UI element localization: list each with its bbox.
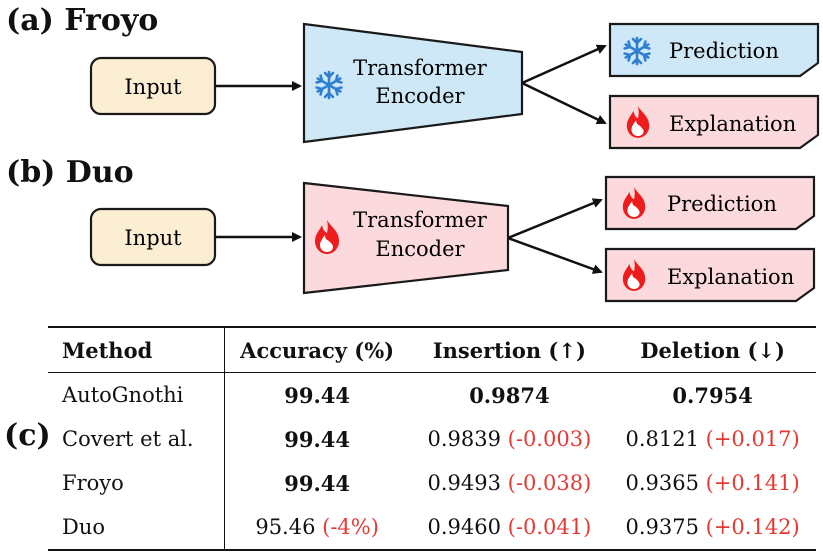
table-row: Duo 95.46 (-4%) 0.9460 (-0.041) 0.9375 (… (48, 505, 816, 551)
method-cell: Covert et al. (48, 417, 225, 461)
encoder-label-line2: Encoder (375, 237, 465, 261)
table-header-row: Method Accuracy (%) Insertion (↑) Deleti… (48, 327, 816, 373)
prediction-arrow (521, 44, 607, 85)
deletion-cell: 0.7954 (609, 373, 816, 418)
panel-a-diagram: Input Transformer Encoder Prediction Exp… (89, 22, 820, 150)
header-accuracy: Accuracy (%) (224, 327, 410, 373)
method-cell: Froyo (48, 461, 225, 505)
encoder-label-line1: Transformer (353, 56, 488, 80)
accuracy-value: 95.46 (255, 515, 316, 539)
input-label: Input (124, 226, 182, 250)
explanation-arrow (521, 81, 607, 125)
accuracy-cell: 95.46 (-4%) (224, 505, 410, 551)
architecture-diagram: Input Transformer Encoder Prediction Exp… (89, 22, 820, 303)
encoder-label-line1: Transformer (353, 208, 488, 232)
header-insertion: Insertion (↑) (409, 327, 610, 373)
accuracy-cell: 99.44 (224, 417, 409, 461)
insertion-delta: (-0.038) (507, 471, 592, 495)
explanation-label: Explanation (669, 112, 796, 136)
encoder-label-line2: Encoder (375, 84, 465, 108)
input-label: Input (124, 75, 182, 99)
insertion-value: 0.9493 (427, 471, 501, 495)
explanation-box (608, 94, 820, 150)
deletion-delta: (+0.142) (705, 515, 800, 539)
encoder-trapezoid (302, 181, 510, 295)
accuracy-value: 99.44 (284, 470, 351, 496)
panel-c-label: (c) (4, 418, 51, 453)
accuracy-value: 99.44 (284, 426, 351, 452)
accuracy-cell: 99.44 (224, 461, 409, 505)
prediction-label: Prediction (669, 39, 779, 63)
prediction-box (604, 175, 816, 231)
deletion-value: 0.8121 (625, 427, 699, 451)
explanation-arrow (507, 236, 603, 274)
insertion-value: 0.9839 (427, 427, 501, 451)
deletion-delta: (+0.017) (705, 427, 800, 451)
panel-a-label: (a) Froyo (6, 3, 159, 38)
insertion-delta: (-0.003) (507, 427, 592, 451)
table-row: Covert et al. 99.44 0.9839 (-0.003) 0.81… (48, 417, 816, 461)
accuracy-cell: 99.44 (224, 373, 409, 418)
header-deletion: Deletion (↓) (609, 327, 816, 373)
table-row: AutoGnothi 99.44 0.9874 0.7954 (48, 372, 816, 418)
insertion-cell: 0.9874 (410, 373, 610, 418)
panel-b-label: (b) Duo (6, 155, 134, 190)
explanation-label: Explanation (667, 265, 794, 289)
insertion-cell: 0.9460 (-0.041) (409, 505, 610, 551)
accuracy-value: 99.44 (284, 382, 351, 408)
encoder-trapezoid (302, 22, 524, 144)
explanation-box (604, 247, 816, 303)
prediction-arrow (507, 198, 603, 240)
prediction-box (608, 22, 820, 78)
insertion-cell: 0.9493 (-0.038) (410, 461, 610, 505)
header-method: Method (48, 327, 225, 373)
prediction-label: Prediction (667, 192, 777, 216)
insertion-value: 0.9874 (469, 382, 550, 408)
table-row: Froyo 99.44 0.9493 (-0.038) 0.9365 (+0.1… (48, 461, 816, 505)
deletion-cell: 0.8121 (+0.017) (609, 417, 816, 461)
insertion-value: 0.9460 (427, 515, 501, 539)
method-cell: Duo (48, 505, 225, 551)
insertion-cell: 0.9839 (-0.003) (410, 417, 610, 461)
deletion-cell: 0.9375 (+0.142) (609, 505, 816, 551)
deletion-delta: (+0.141) (705, 471, 800, 495)
deletion-value: 0.9375 (625, 515, 699, 539)
deletion-cell: 0.9365 (+0.141) (609, 461, 816, 505)
results-table: Method Accuracy (%) Insertion (↑) Deleti… (48, 326, 816, 551)
insertion-delta: (-0.041) (507, 515, 592, 539)
accuracy-delta: (-4%) (322, 515, 379, 539)
deletion-value: 0.9365 (625, 471, 699, 495)
panel-b-diagram: Input Transformer Encoder Prediction Exp… (89, 175, 816, 303)
deletion-value: 0.7954 (672, 382, 753, 408)
method-cell: AutoGnothi (48, 372, 225, 417)
